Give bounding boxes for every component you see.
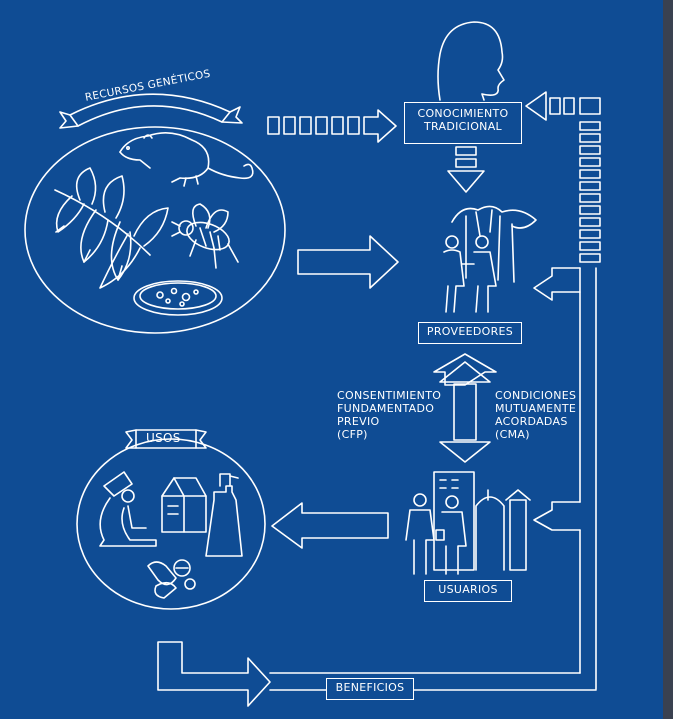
- mat-label: CONDICIONES MUTUAMENTE ACORDADAS (CMA): [495, 389, 576, 441]
- pills-icon: [147, 559, 196, 599]
- uses-label: USOS: [146, 431, 181, 445]
- microscope-icon: [99, 471, 157, 547]
- mat-line-2: MUTUAMENTE: [495, 402, 577, 415]
- arrow-users-to-uses: [271, 502, 389, 549]
- bee-icon: [171, 203, 239, 269]
- dashed-arrow-tk-to-providers: [447, 146, 485, 193]
- mat-line-1: CONDICIONES: [495, 389, 577, 402]
- users-illustration: [405, 471, 531, 575]
- pic-line-3: PREVIO: [337, 415, 380, 428]
- traditional-knowledge-label: CONOCIMIENTO TRADICIONAL: [417, 107, 509, 133]
- pic-label: CONSENTIMIENTO FUNDAMENTADO PREVIO (CFP): [337, 389, 441, 441]
- spray-bottle-icon: [205, 473, 243, 557]
- double-arrow-providers-users: [433, 353, 497, 463]
- traditional-knowledge-box: CONOCIMIENTO TRADICIONAL: [404, 102, 522, 144]
- uses-circle: [76, 438, 266, 610]
- window-edge: [663, 0, 673, 719]
- users-label: USUARIOS: [438, 583, 498, 596]
- milk-carton-icon: [161, 477, 207, 533]
- providers-illustration: [443, 205, 537, 313]
- providers-box: PROVEEDORES: [418, 322, 522, 344]
- pic-line-1: CONSENTIMIENTO: [337, 389, 442, 402]
- users-box: USUARIOS: [424, 580, 512, 602]
- benefits-arrow-bottom: [157, 641, 597, 707]
- benefits-label: BENEFICIOS: [335, 681, 405, 694]
- petri-dish-icon: [133, 280, 223, 316]
- rat-icon: [119, 132, 254, 187]
- arrow-gr-to-providers: [297, 235, 399, 289]
- mat-line-3: ACORDADAS: [495, 415, 568, 428]
- genetic-resources-banner: [59, 93, 243, 129]
- pic-line-4: (CFP): [337, 428, 368, 441]
- mat-line-4: (CMA): [495, 428, 530, 441]
- head-icon: [437, 21, 505, 101]
- dashed-feedback-column: [525, 91, 601, 263]
- benefits-box: BENEFICIOS: [326, 678, 414, 700]
- dashed-arrow-gr-to-tk: [267, 109, 397, 143]
- leaf-branch-icon: [54, 167, 169, 289]
- providers-label: PROVEEDORES: [426, 325, 514, 338]
- pic-line-2: FUNDAMENTADO: [337, 402, 435, 415]
- benefit-loop-right: [533, 267, 597, 690]
- uses-banner: [125, 429, 207, 449]
- genetic-resources-circle: [24, 126, 286, 334]
